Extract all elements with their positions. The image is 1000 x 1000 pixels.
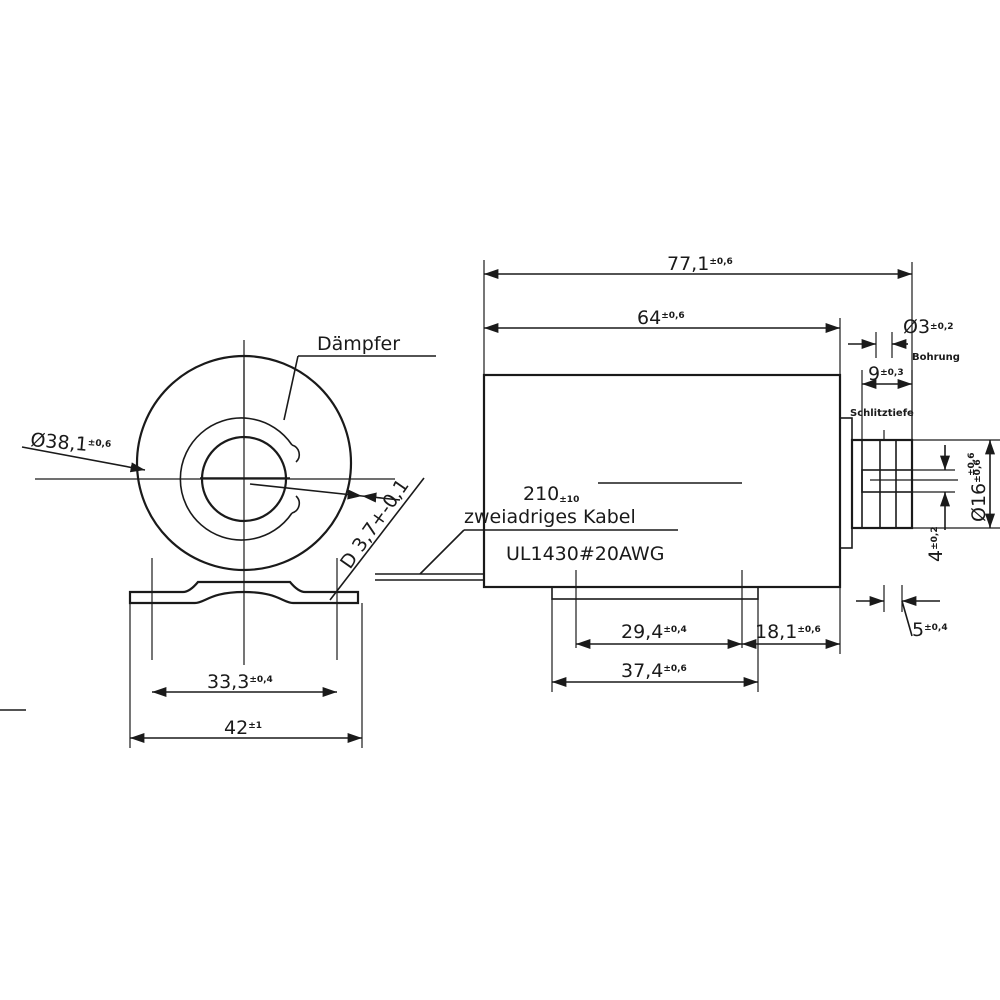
dim-5-leader <box>901 600 913 637</box>
dim-64-label: 64±0,6 <box>637 307 685 329</box>
front-view: Dämpfer Ø38,1±0,6 D 3,7+-0,1 33,3±0,4 42… <box>0 333 436 748</box>
mounting-base <box>551 586 759 600</box>
dim-18-label: 18,1±0,6 <box>755 621 821 643</box>
dim-4-label: 4±0,2 <box>925 526 947 562</box>
schlitztiefe-label: Schlitztiefe <box>850 408 914 419</box>
plunger-outer <box>850 438 914 530</box>
dim-29-label: 29,4±0,4 <box>621 621 687 643</box>
diameter-38-label: Ø38,1±0,6 <box>30 429 112 458</box>
bore-label: Ø3±0,2 <box>903 316 954 338</box>
plunger-slot <box>861 469 913 493</box>
diameter-38-leader <box>21 446 146 473</box>
damper-ring-slot-top <box>291 444 300 463</box>
bore-dim-line-2 <box>361 492 401 503</box>
bohrung-label: Bohrung <box>912 352 960 363</box>
damper-ring-slot-bottom <box>291 495 300 514</box>
dia-16-label: Ø16±0,6 <box>968 459 990 522</box>
bore-diagonal-leader <box>329 477 425 601</box>
dim-5-label: 5±0,4 <box>912 619 948 641</box>
cable-leader <box>419 529 465 575</box>
dim-4-tol-upper: ±0,6 <box>967 453 977 476</box>
daempfer-leader <box>283 355 299 421</box>
dim-77-label: 77,1±0,6 <box>667 253 733 275</box>
dim-33-label: 33,3±0,4 <box>207 671 273 693</box>
bore-dim-line <box>249 483 363 500</box>
cable-type: UL1430#20AWG <box>506 543 664 565</box>
cable-length-label: 210±10 <box>523 483 579 505</box>
side-view: 210±10 zweiadriges Kabel UL1430#20AWG 77… <box>375 253 1000 692</box>
daempfer-label: Dämpfer <box>317 333 400 355</box>
slot-9-label: 9±0,3 <box>868 363 904 385</box>
cable-description: zweiadriges Kabel <box>464 506 636 528</box>
mounting-foot <box>128 580 360 605</box>
dim-37-label: 37,4±0,6 <box>621 660 687 682</box>
dim-42-label: 42±1 <box>224 717 262 739</box>
end-cap <box>839 417 853 549</box>
